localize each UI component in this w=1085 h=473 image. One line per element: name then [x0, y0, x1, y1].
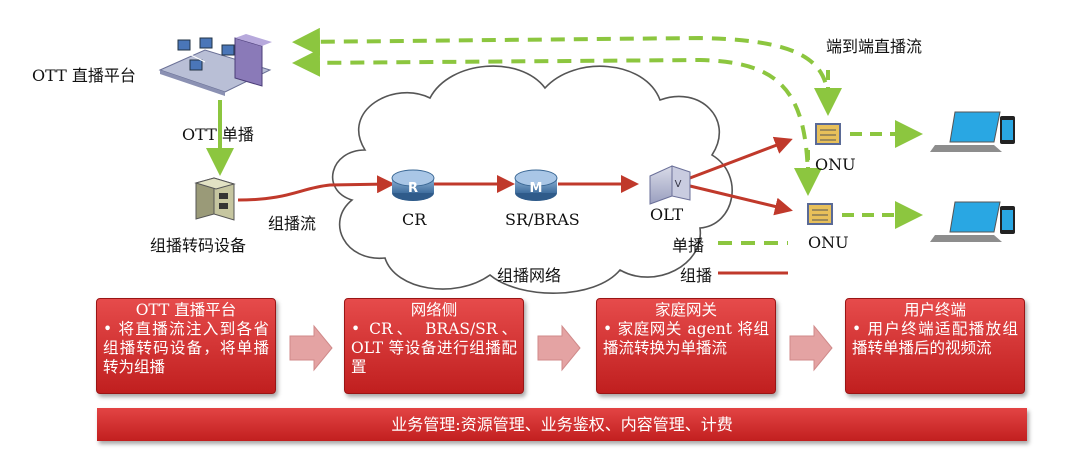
ott-unicast-label: OTT 单播 [182, 125, 254, 144]
panel-ott-platform: OTT 直播平台 • 将直播流注入到各省组播转码设备，将单播转为组播 [96, 298, 276, 394]
transcoder-icon [194, 177, 236, 221]
panel-user-terminal: 用户终端 • 用户终端适配播放组播转单播后的视频流 [845, 298, 1025, 394]
panel-body: • 将直播流注入到各省组播转码设备，将单播转为组播 [103, 320, 269, 376]
panel-title: 网络侧 [410, 301, 458, 319]
cr-label: CR [402, 210, 427, 229]
e2e-stream-label: 端到端直播流 [826, 37, 923, 56]
business-management-bar: 业务管理:资源管理、业务鉴权、内容管理、计费 [97, 408, 1027, 441]
server-platform-icon [158, 34, 272, 96]
multicast-network-label: 组播网络 [497, 266, 562, 285]
panel-body: • 家庭网关 agent 将组播流转换为单播流 [603, 320, 769, 357]
olt-icon: V [649, 165, 691, 205]
panel-home-gateway: 家庭网关 • 家庭网关 agent 将组播流转换为单播流 [596, 298, 776, 394]
legend-unicast-label: 单播 [672, 236, 705, 255]
multicast-flow-olt-to-onu-bottom [689, 184, 793, 216]
multicast-flow-to-cr [237, 175, 395, 202]
laptop-icon [930, 201, 1002, 242]
panel-body: • CR、 BRAS/SR、OLT 等设备进行组播配置 [351, 320, 517, 376]
panel-title: OTT 直播平台 [135, 301, 237, 319]
onu-bottom-label: ONU [808, 233, 849, 252]
switch-icon: M [514, 169, 558, 201]
onu-icon [807, 203, 833, 225]
onu-icon [815, 123, 841, 145]
flow-arrow-1 [289, 324, 333, 372]
legend-multicast-label: 组播 [680, 266, 713, 285]
multicast-flow-olt-to-onu-top [689, 136, 793, 180]
panel-title: 家庭网关 [654, 301, 717, 319]
svg-text:V: V [675, 179, 682, 190]
transcoder-label: 组播转码设备 [150, 236, 247, 255]
onu-top-label: ONU [815, 155, 856, 174]
router-icon: R [391, 169, 435, 201]
olt-label: OLT [650, 205, 684, 224]
svg-text:M: M [530, 181, 543, 196]
phone-icon [1000, 116, 1015, 144]
panel-title: 用户终端 [903, 301, 966, 319]
flow-arrow-3 [789, 324, 833, 372]
multicast-stream-label: 组播流 [268, 214, 317, 233]
flow-arrow-2 [537, 324, 581, 372]
panel-network-side: 网络侧 • CR、 BRAS/SR、OLT 等设备进行组播配置 [344, 298, 524, 394]
svg-text:R: R [408, 181, 418, 196]
e2e-stream-arrow-upper [292, 27, 831, 106]
phone-icon [1000, 206, 1015, 234]
laptop-icon [930, 111, 1002, 152]
ott-platform-label: OTT 直播平台 [32, 66, 136, 85]
sr-bras-label: SR/BRAS [505, 210, 580, 229]
panel-body: • 用户终端适配播放组播转单播后的视频流 [852, 320, 1018, 357]
